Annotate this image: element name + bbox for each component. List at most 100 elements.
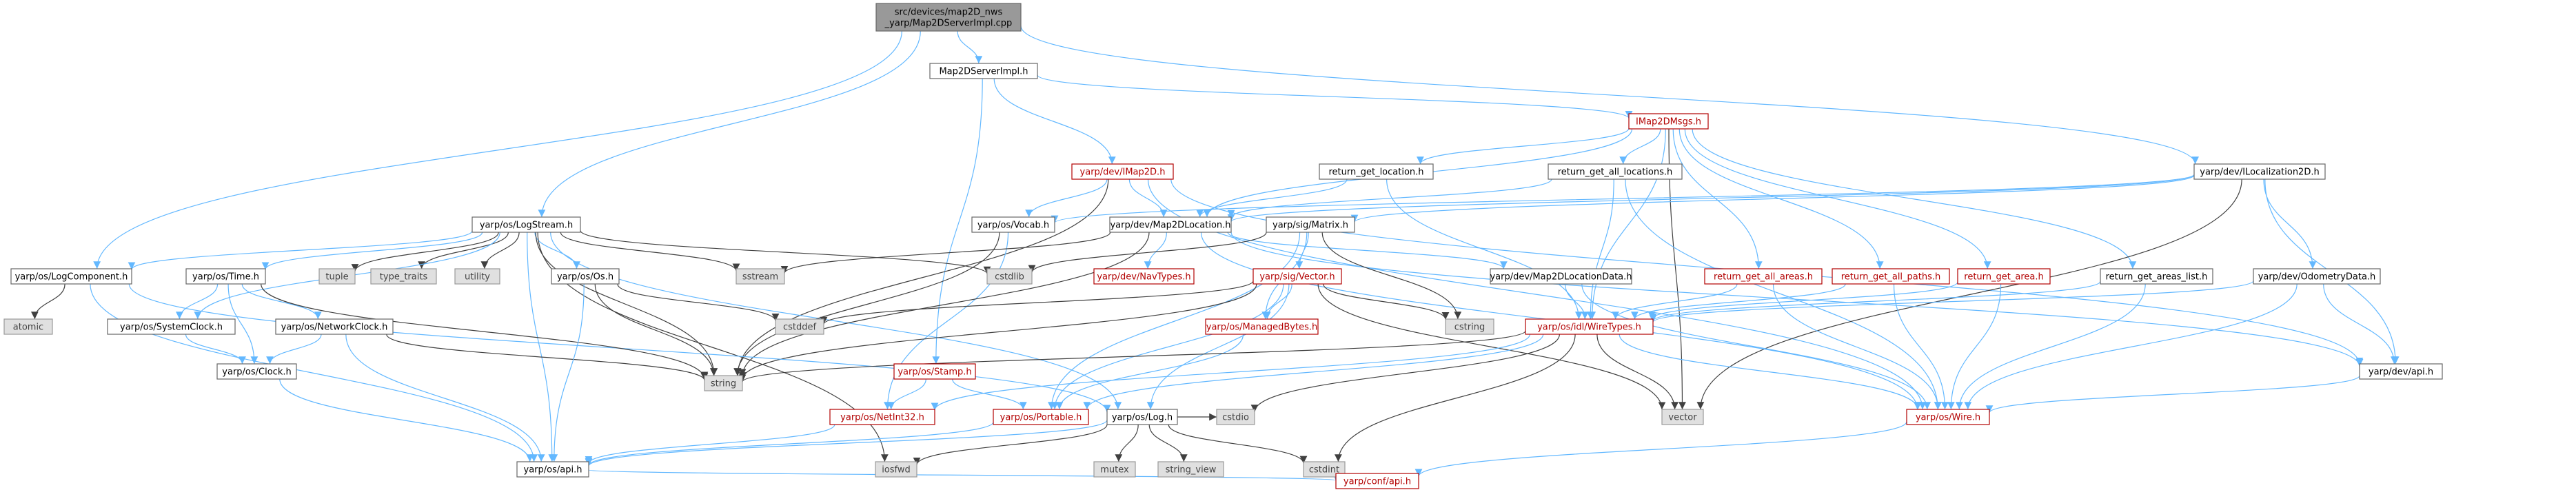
node-box [1109, 216, 1232, 233]
node-rgap[interactable]: return_get_all_paths.h [1832, 268, 1950, 285]
node-box [1303, 461, 1346, 478]
edge-root-to-ilocalization2d [1020, 25, 2199, 165]
node-label: yarp/os/NetworkClock.h [281, 323, 388, 333]
node-m2dloc[interactable]: yarp/dev/Map2DLocation.h [1109, 216, 1232, 233]
edge-imap2dmsgs-to-wiretypes [1588, 128, 1666, 320]
node-m2dsi_h[interactable]: Map2DServerImpl.h [929, 63, 1038, 79]
node-rgl[interactable]: return_get_location.h [1319, 163, 1434, 180]
node-devapi[interactable]: yarp/dev/api.h [2359, 363, 2443, 380]
node-managedbytes[interactable]: yarp/os/ManagedBytes.h [1205, 318, 1319, 335]
edge-line [535, 232, 718, 376]
node-timeh[interactable]: yarp/os/Time.h [185, 268, 266, 285]
node-label: return_get_area.h [1964, 272, 2043, 283]
node-imap2d[interactable]: yarp/dev/IMap2D.h [1071, 163, 1174, 180]
node-box [10, 268, 132, 285]
edge-line [1619, 128, 1661, 165]
edge-line [913, 424, 1108, 465]
node-box [1548, 163, 1683, 180]
edge-line [1649, 280, 2101, 322]
edge-line [1146, 283, 1290, 410]
node-m2dlocdata[interactable]: yarp/dev/Map2DLocationData.h [1490, 268, 1632, 285]
edge-m2dsi_h-to-stamp [932, 78, 983, 365]
node-netint32[interactable]: yarp/os/NetInt32.h [829, 409, 935, 425]
node-box [2193, 163, 2326, 180]
edge-managedbytes-to-portable [1055, 334, 1244, 410]
edge-line [617, 283, 780, 321]
node-box [1704, 268, 1823, 285]
edge-logstream-to-string [535, 232, 718, 376]
edge-rgall-to-wireh [1625, 178, 1942, 410]
node-imap2dmsgs[interactable]: IMap2DMsgs.h [1628, 113, 1709, 130]
node-osapi[interactable]: yarp/os/api.h [516, 461, 589, 478]
edge-netint32-to-osapi [585, 424, 835, 464]
node-box [2253, 268, 2381, 285]
edge-osh-to-cstddef [617, 283, 780, 321]
edge-odometry-to-devapi [2323, 283, 2398, 365]
node-box [875, 3, 1022, 32]
node-wiretypes[interactable]: yarp/os/idl/WireTypes.h [1525, 318, 1654, 335]
node-label: yarp/os/Clock.h [222, 367, 291, 378]
edge-line [738, 283, 1257, 380]
node-cstring: cstring [1445, 318, 1494, 335]
node-logstream[interactable]: yarp/os/LogStream.h [471, 216, 581, 233]
node-label: yarp/dev/Map2DLocationData.h [1490, 272, 1632, 283]
edge-logh-to-osapi [585, 420, 1108, 467]
edge-line [1147, 178, 1927, 410]
nodes-layer: src/devices/map2D_nws_yarp/Map2DServerIm… [3, 3, 2443, 489]
node-stamp[interactable]: yarp/os/Stamp.h [893, 363, 976, 380]
node-label: utility [465, 272, 490, 283]
edge-line [527, 232, 556, 462]
node-matrix[interactable]: yarp/sig/Matrix.h [1266, 216, 1355, 233]
node-portable[interactable]: yarp/os/Portable.h [993, 409, 1089, 425]
node-osh[interactable]: yarp/os/Os.h [551, 268, 620, 285]
edge-line [580, 230, 991, 274]
node-vector: vector [1661, 409, 1704, 425]
node-rga[interactable]: return_get_area.h [1957, 268, 2051, 285]
node-logcomp[interactable]: yarp/os/LogComponent.h [10, 268, 132, 285]
node-box [516, 461, 589, 478]
node-ilocalization2d[interactable]: yarp/dev/ILocalization2D.h [2193, 163, 2326, 180]
node-sysclock[interactable]: yarp/os/SystemClock.h [107, 318, 236, 335]
edge-line [932, 78, 983, 365]
node-sigvector[interactable]: yarp/sig/Vector.h [1252, 268, 1342, 285]
node-wireh[interactable]: yarp/os/Wire.h [1906, 409, 1990, 425]
edge-timeh-to-clock [227, 283, 258, 365]
node-label: yarp/sig/Matrix.h [1272, 221, 1348, 231]
node-rgaa[interactable]: return_get_all_areas.h [1704, 268, 1823, 285]
edge-logstream-to-logcomp [128, 230, 473, 270]
edge-line [1028, 232, 1267, 273]
edge-logstream-to-utility [480, 232, 520, 269]
node-vocab[interactable]: yarp/os/Vocab.h [971, 216, 1055, 233]
node-box [3, 318, 53, 335]
node-root[interactable]: src/devices/map2D_nws_yarp/Map2DServerIm… [875, 3, 1022, 32]
edge-wireh-to-confapi [1414, 421, 1907, 477]
node-rgall[interactable]: return_get_all_locations.h [1548, 163, 1683, 180]
node-confapi[interactable]: yarp/conf/api.h [1335, 473, 1419, 489]
node-utility: utility [454, 268, 500, 285]
edge-line [738, 232, 1150, 377]
edge-matrix-to-cstdlib [1028, 232, 1267, 273]
edge-line [261, 283, 709, 380]
edge-rgaa-to-wiretypes [1612, 283, 1738, 320]
edge-vocab-to-string [733, 232, 1000, 376]
edge-line [1893, 283, 1949, 410]
node-odometry[interactable]: yarp/dev/OdometryData.h [2253, 268, 2381, 285]
edge-line [733, 178, 1109, 376]
node-netclock[interactable]: yarp/os/NetworkClock.h [275, 318, 394, 335]
edge-line [1985, 375, 2360, 414]
node-box [1093, 461, 1136, 478]
node-box [1071, 163, 1174, 180]
node-label: iosfwd [882, 465, 911, 476]
node-rgal[interactable]: return_get_areas_list.h [2100, 268, 2213, 285]
node-label: yarp/os/idl/WireTypes.h [1537, 323, 1641, 333]
edge-line [1955, 283, 2146, 410]
node-navtypes[interactable]: yarp/dev/NavTypes.h [1093, 268, 1195, 285]
node-clock[interactable]: yarp/os/Clock.h [216, 363, 297, 380]
edge-sigvector-to-logh [1146, 283, 1290, 410]
node-box [736, 268, 785, 285]
edge-line [1684, 128, 1991, 269]
node-logh[interactable]: yarp/os/Log.h [1106, 409, 1178, 425]
edge-line [585, 424, 835, 464]
edge-line [1196, 178, 1348, 218]
edge-logcomp-to-osapi [90, 283, 538, 462]
